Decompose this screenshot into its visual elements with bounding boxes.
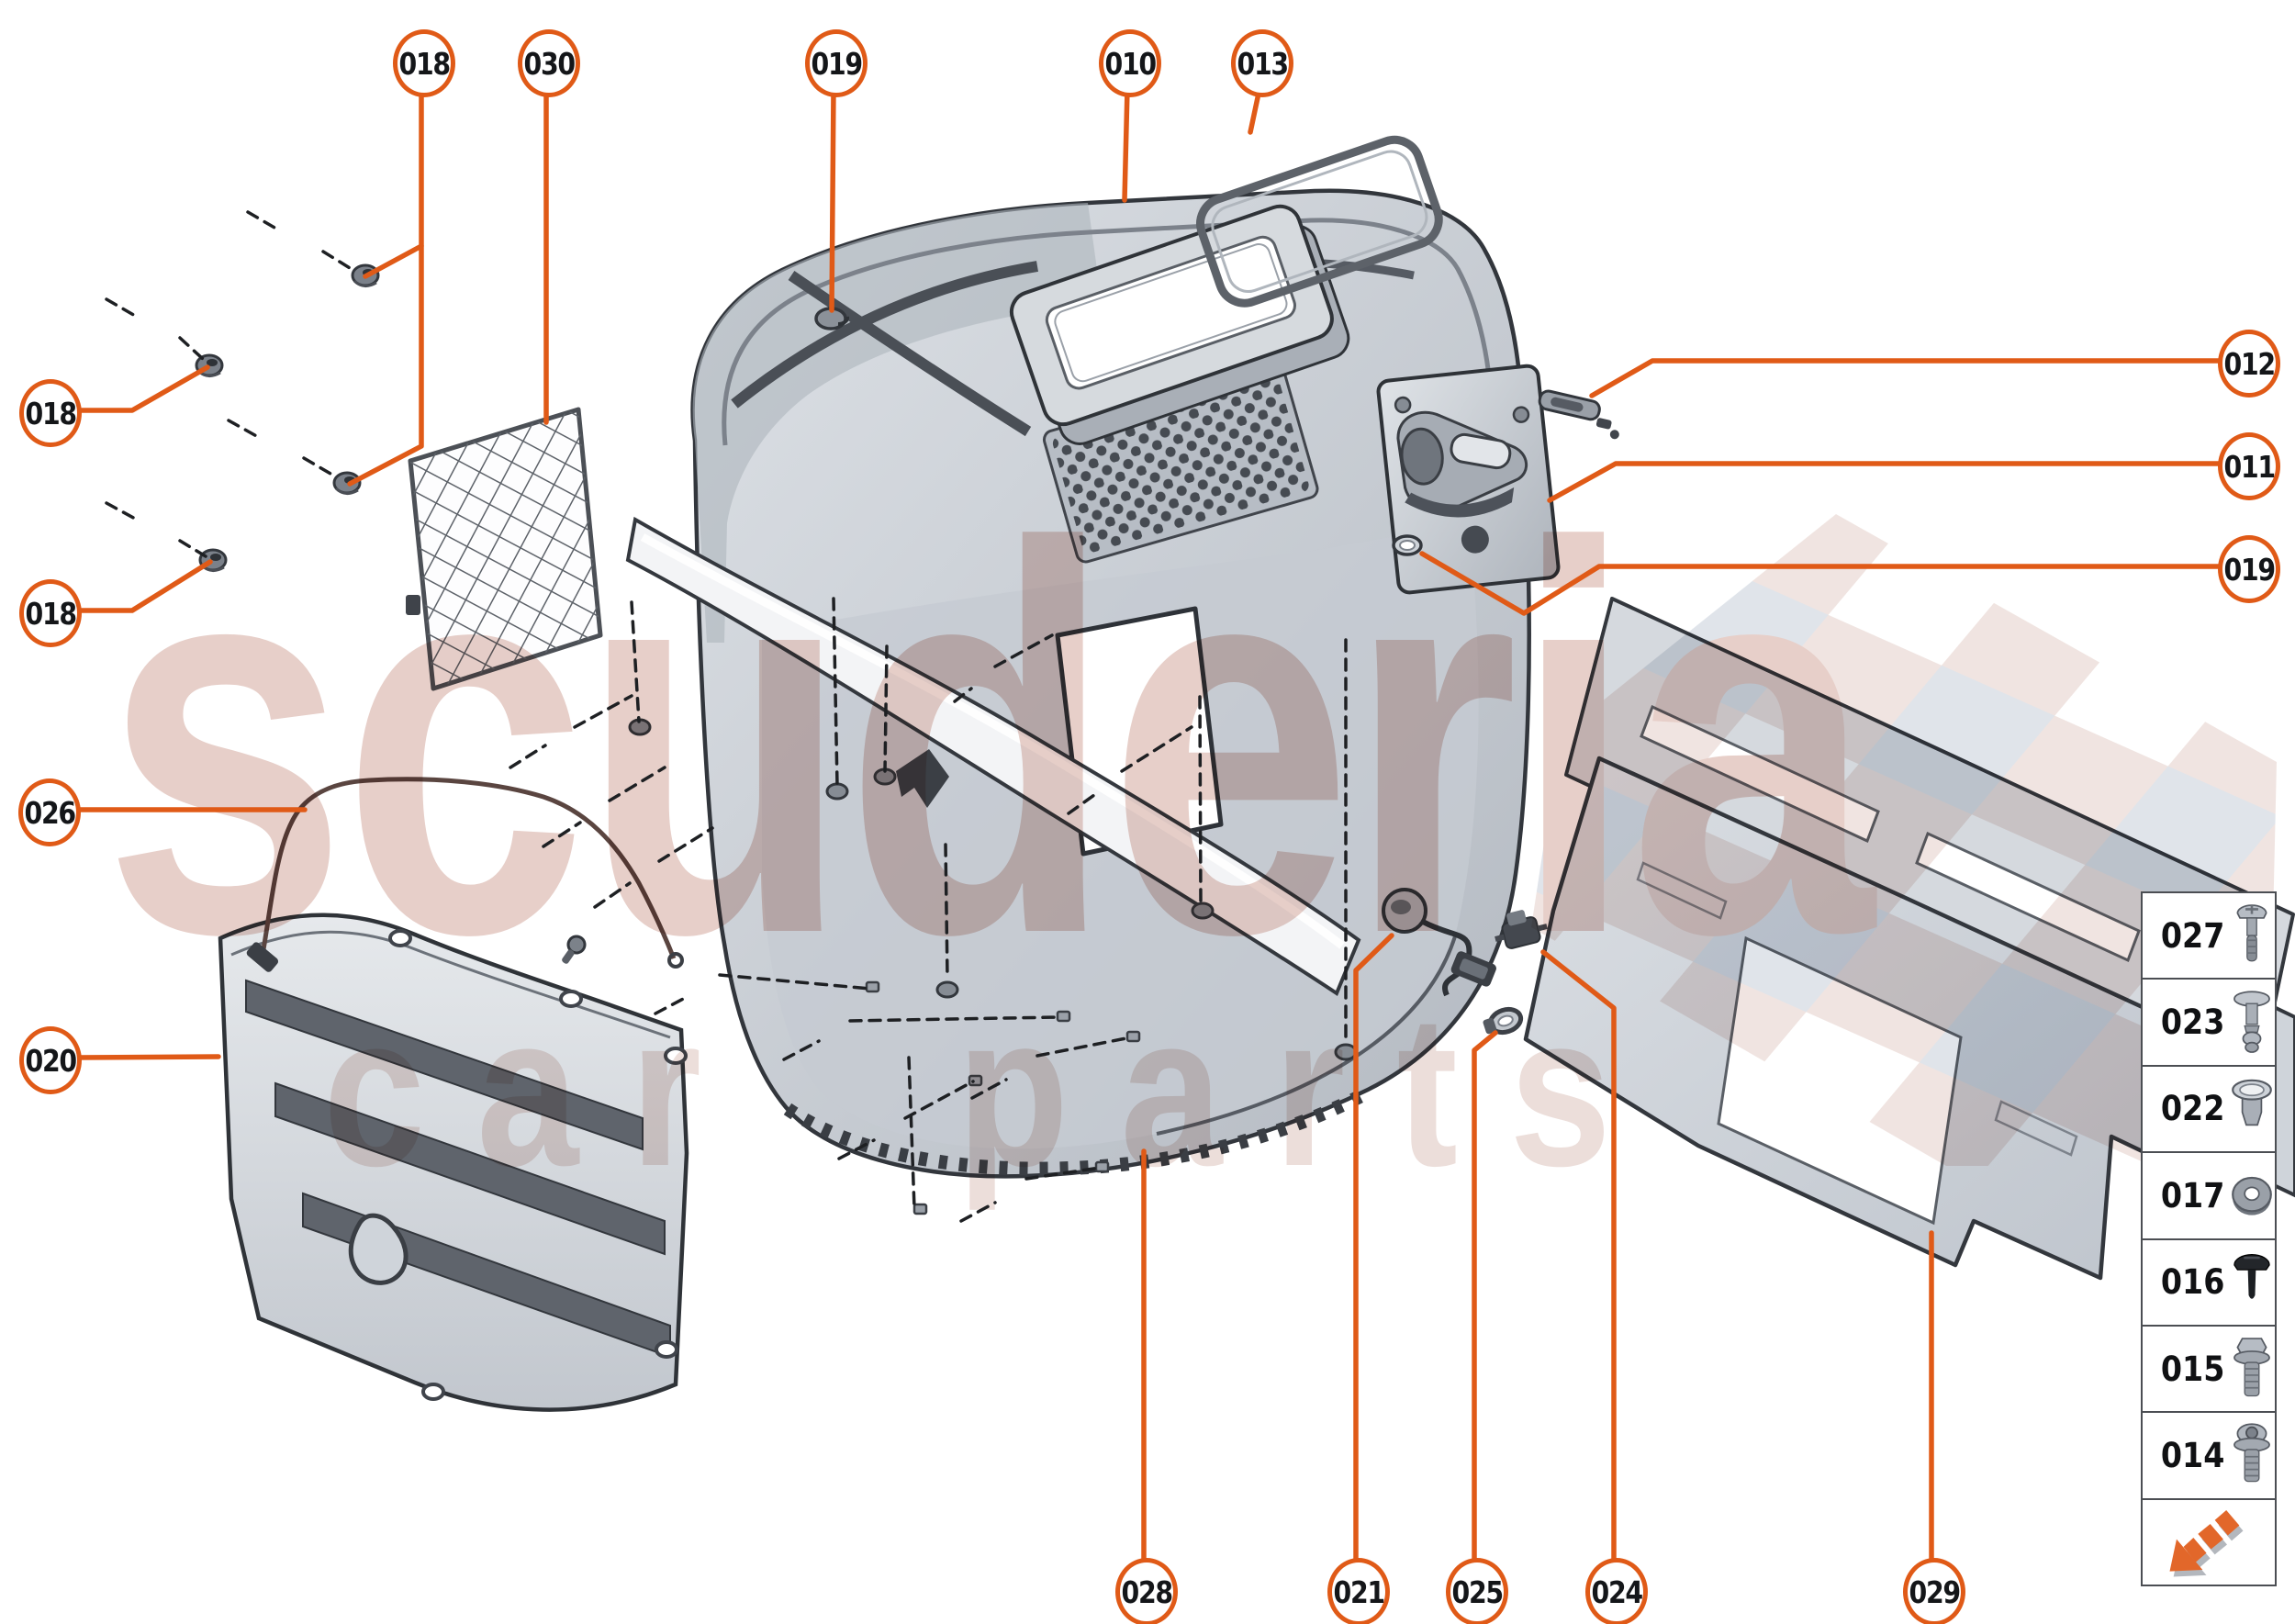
- callout-030[interactable]: 030: [518, 29, 580, 97]
- access-plate: [1376, 364, 1561, 595]
- luggage-net: [406, 407, 603, 691]
- callout-019[interactable]: 019: [805, 29, 868, 97]
- callout-018[interactable]: 018: [19, 379, 82, 447]
- legend-row-027[interactable]: 027: [2143, 893, 2275, 978]
- boot-light-plug: [1382, 888, 1496, 997]
- blind-rivet-icon: [2228, 989, 2276, 1057]
- exploded-view-arrow-icon: [2169, 1509, 2244, 1577]
- pan-head-screw-icon: [2228, 902, 2276, 969]
- release-cable: [246, 777, 684, 972]
- vent-frame: [1009, 204, 1350, 445]
- legend-row-023[interactable]: 023: [2143, 978, 2275, 1064]
- callout-012[interactable]: 012: [2218, 330, 2280, 398]
- callout-013[interactable]: 013: [1231, 29, 1293, 97]
- callout-018[interactable]: 018: [19, 579, 82, 647]
- callout-018[interactable]: 018: [393, 29, 455, 97]
- push-screw-icon: [2228, 1249, 2276, 1316]
- callout-019[interactable]: 019: [2218, 535, 2280, 603]
- callout-028[interactable]: 028: [1115, 1558, 1178, 1624]
- callout-020[interactable]: 020: [19, 1026, 82, 1094]
- callout-021[interactable]: 021: [1327, 1558, 1390, 1624]
- legend-row-016[interactable]: 016: [2143, 1238, 2275, 1325]
- callout-010[interactable]: 010: [1099, 29, 1161, 97]
- sill-screw: [562, 935, 587, 964]
- callout-029[interactable]: 029: [1903, 1558, 1965, 1624]
- callout-025[interactable]: 025: [1446, 1558, 1508, 1624]
- washer-icon: [2228, 1161, 2276, 1229]
- legend-row-015[interactable]: 015: [2143, 1324, 2276, 1411]
- legend-row-017[interactable]: 017: [2143, 1151, 2275, 1238]
- rivet-nut-icon: [2228, 1075, 2276, 1143]
- legend-row-022[interactable]: 022: [2143, 1064, 2276, 1151]
- torx-flange-bolt-icon: [2228, 1421, 2276, 1489]
- callout-026[interactable]: 026: [18, 778, 81, 846]
- grommet-right: [1392, 534, 1423, 556]
- hex-flange-bolt-icon: [2228, 1335, 2276, 1403]
- fastener-legend: 027 023 022 017 016 015 014: [2141, 891, 2277, 1586]
- legend-footer-cell: [2143, 1497, 2275, 1585]
- plate-latch: [1538, 389, 1619, 440]
- lower-trim-panel: [218, 913, 689, 1412]
- vent-gasket: [1196, 135, 1443, 308]
- callout-024[interactable]: 024: [1585, 1558, 1648, 1624]
- ring-clip: [1483, 1006, 1524, 1036]
- legend-row-014[interactable]: 014: [2143, 1411, 2275, 1497]
- callout-011[interactable]: 011: [2218, 432, 2280, 500]
